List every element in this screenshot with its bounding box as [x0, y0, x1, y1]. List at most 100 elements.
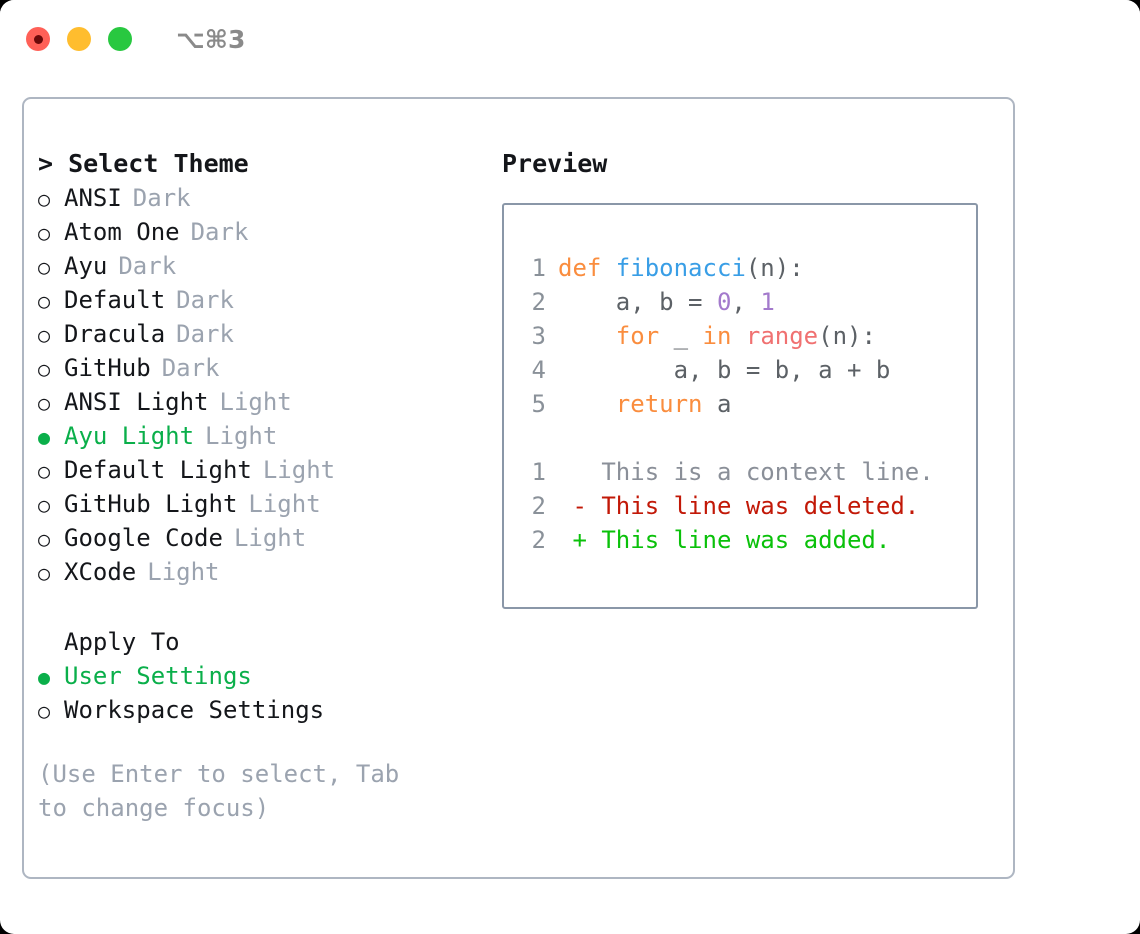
apply-to-option-user-settings[interactable]: ● User Settings	[38, 659, 498, 693]
theme-option-label: XCode	[64, 558, 137, 586]
code-line: 4 a, b = b, a + b	[522, 353, 976, 387]
apply-to-option-label: User Settings	[64, 662, 252, 690]
theme-option-default-light[interactable]: ○ Default Light Light	[38, 453, 498, 487]
code-token-var: a, b =	[558, 288, 717, 316]
radio-unselected-icon: ○	[38, 187, 51, 211]
select-theme-header: > Select Theme	[38, 149, 249, 178]
radio-unselected-icon: ○	[38, 255, 51, 279]
line-number: 4	[531, 356, 546, 384]
recording-dot-icon	[33, 34, 43, 44]
theme-option-kind: Light	[147, 558, 220, 586]
code-line: 3 for _ in range(n):	[522, 319, 976, 353]
code-token-kw: for	[615, 322, 660, 350]
radio-unselected-icon: ○	[38, 289, 51, 313]
theme-option-label: Google Code	[64, 524, 223, 552]
theme-option-label: Dracula	[64, 320, 166, 348]
code-token-call: range	[745, 322, 819, 350]
keyboard-hint-text: (Use Enter to select, Tab to change focu…	[38, 760, 400, 822]
line-number: 2	[531, 526, 546, 554]
code-token-var	[731, 322, 745, 350]
code-line: 2 a, b = 0, 1	[522, 285, 976, 319]
code-token-kw: def	[558, 254, 616, 282]
radio-unselected-icon: ○	[38, 527, 51, 551]
theme-option-kind: Light	[262, 456, 336, 484]
diff-text: + This line was added.	[558, 526, 891, 554]
theme-option-label: GitHub Light	[64, 490, 238, 518]
theme-option-dracula[interactable]: ○ Dracula Dark	[38, 317, 498, 351]
theme-option-kind: Dark	[176, 320, 234, 348]
line-number: 3	[531, 322, 546, 350]
line-number: 2	[531, 492, 546, 520]
theme-option-kind: Light	[248, 490, 321, 518]
theme-option-kind: Light	[233, 524, 307, 552]
code-token-kw: in	[702, 322, 732, 350]
theme-option-kind: Dark	[118, 252, 177, 280]
radio-unselected-icon: ○	[38, 391, 51, 415]
code-diff-gap	[522, 421, 976, 455]
radio-unselected-icon: ○	[38, 323, 51, 347]
keyboard-shortcut-label: ⌥⌘3	[176, 24, 246, 54]
radio-unselected-icon: ○	[38, 493, 51, 517]
theme-option-label: ANSI Light	[64, 388, 209, 416]
code-token-punc: ,	[731, 288, 761, 316]
code-token-num: 0	[716, 288, 732, 316]
code-token-var	[558, 322, 616, 350]
theme-option-kind: Dark	[176, 286, 234, 314]
code-token-punc: (n):	[818, 322, 876, 350]
radio-unselected-icon: ○	[38, 699, 51, 723]
minimize-button[interactable]	[67, 27, 91, 51]
theme-option-kind: Dark	[190, 218, 249, 246]
code-token-var	[558, 390, 616, 418]
code-token-var: _	[659, 322, 703, 350]
diff-line-add: 2 + This line was added.	[522, 523, 976, 557]
code-token-kw: return	[615, 390, 703, 418]
title-bar: ⌥⌘3	[0, 0, 1140, 78]
line-number: 1	[531, 458, 546, 486]
theme-option-kind: Dark	[161, 354, 220, 382]
theme-option-label: Default Light	[64, 456, 252, 484]
close-button[interactable]	[26, 27, 50, 51]
code-token-fn: fibonacci	[615, 254, 746, 282]
section-spacer	[38, 589, 498, 625]
zoom-button[interactable]	[108, 27, 132, 51]
theme-option-label: Ayu Light	[64, 422, 195, 450]
diff-text: - This line was deleted.	[558, 492, 920, 520]
theme-option-kind: Light	[205, 422, 278, 450]
code-token-num: 1	[760, 288, 775, 316]
theme-option-label: Default	[64, 286, 166, 314]
line-number: 2	[531, 288, 546, 316]
code-token-var: a, b = b, a + b	[558, 356, 891, 384]
theme-option-default[interactable]: ○ Default Dark	[38, 283, 498, 317]
diff-line-ctx: 1 This is a context line.	[522, 455, 976, 489]
preview-header: Preview	[502, 149, 608, 178]
theme-option-kind: Light	[219, 388, 292, 416]
theme-option-ansi-light[interactable]: ○ ANSI Light Light	[38, 385, 498, 419]
diff-text: This is a context line.	[558, 458, 934, 486]
radio-selected-icon: ●	[38, 665, 51, 689]
apply-to-header: Apply To	[64, 628, 180, 656]
apply-to-list[interactable]: ● User Settings ○Workspace Settings	[38, 659, 498, 727]
theme-option-google-code[interactable]: ○ Google Code Light	[38, 521, 498, 555]
theme-option-github-light[interactable]: ○ GitHub Light Light	[38, 487, 498, 521]
line-number: 5	[531, 390, 546, 418]
theme-option-label: ANSI	[64, 184, 122, 212]
window-controls	[26, 27, 132, 51]
apply-to-option-workspace-settings[interactable]: ○Workspace Settings	[38, 693, 498, 727]
diff-sample: 1 This is a context line. 2 - This line w…	[522, 455, 976, 557]
code-token-var: a	[702, 390, 732, 418]
radio-unselected-icon: ○	[38, 459, 51, 483]
